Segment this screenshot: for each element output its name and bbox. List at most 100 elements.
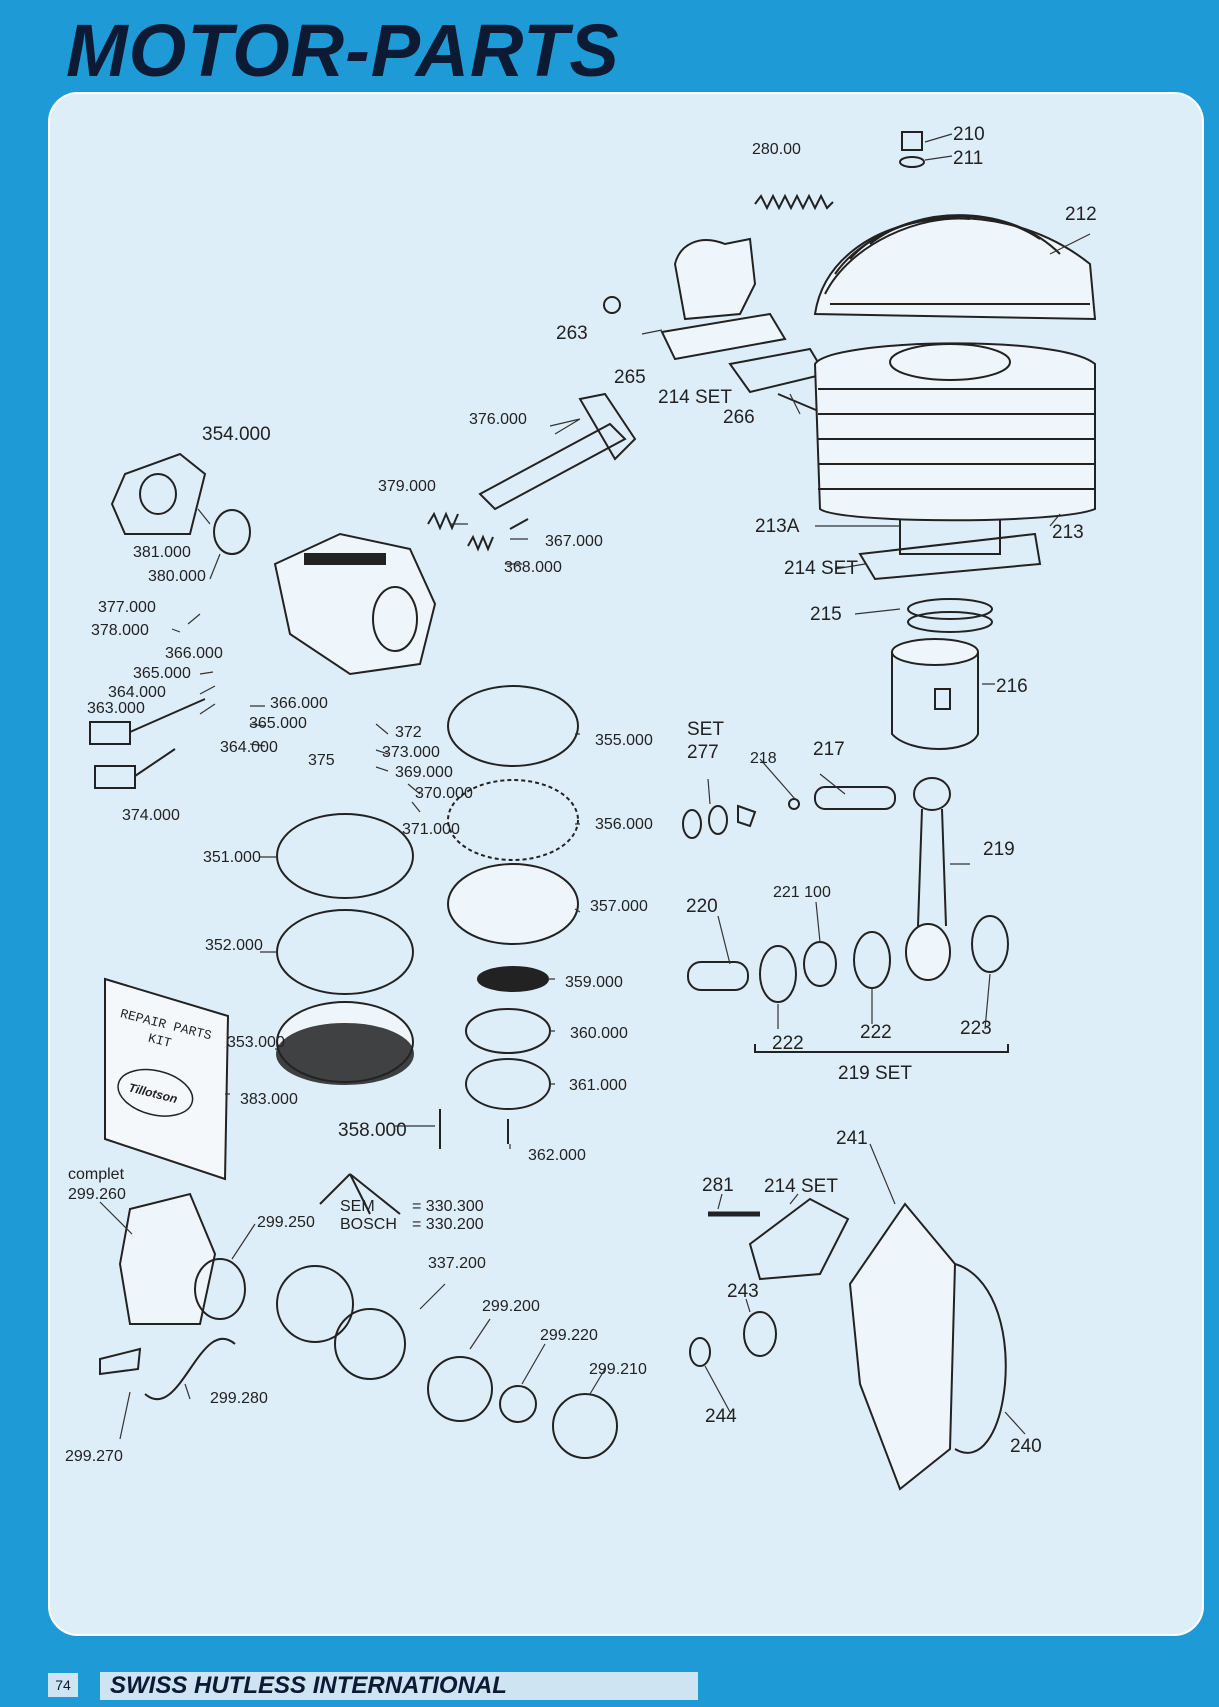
label-222-b: 222 (860, 1022, 892, 1043)
throttle-shaft-376 (478, 422, 627, 511)
label-356: 356.000 (595, 816, 653, 833)
needle-cage-221 (803, 941, 837, 987)
magneto-housing-299-260 (118, 1192, 217, 1325)
label-299-260: 299.260 (68, 1186, 126, 1203)
gasket-355 (447, 685, 579, 767)
label-354: 354.000 (202, 424, 271, 445)
label-372: 372 (395, 724, 422, 741)
connecting-rod-219 (905, 777, 951, 981)
label-365-a: 365.000 (133, 665, 191, 682)
pump-body-357 (447, 863, 579, 945)
gasket-240 (954, 1263, 1007, 1454)
footer-brand: SWISS HUTLESS INTERNATIONAL (110, 1672, 507, 1699)
label-363: 363.000 (87, 700, 145, 717)
page-number: 74 (48, 1673, 78, 1697)
label-351: 351.000 (203, 849, 261, 866)
exploded-parts-diagram: 280.00 210 211 212 263 265 214 SET 266 3… (65, 124, 1097, 1491)
label-358: 358.000 (338, 1120, 407, 1141)
label-223: 223 (960, 1018, 992, 1039)
label-299-200: 299.200 (482, 1298, 540, 1315)
seal-223 (971, 915, 1009, 973)
label-362: 362.000 (528, 1147, 586, 1164)
wire-299-280 (144, 1337, 236, 1401)
label-377: 377.000 (98, 599, 156, 616)
label-bosch: BOSCH (340, 1216, 397, 1233)
label-212: 212 (1065, 204, 1097, 225)
clip-218 (788, 798, 800, 810)
label-364-b: 364.000 (220, 739, 278, 756)
carburetor-body (273, 532, 437, 676)
kill-switch-299-270 (99, 1347, 142, 1376)
label-215: 215 (810, 604, 842, 625)
label-244: 244 (705, 1406, 737, 1427)
washer-222-a (759, 945, 797, 1003)
clutch-drum-299-210 (552, 1393, 618, 1459)
piston-pin-217 (814, 786, 896, 810)
diaphragm-352 (276, 909, 414, 995)
label-277: 277 (687, 742, 719, 763)
stator-plate (334, 1308, 406, 1380)
label-360: 360.000 (570, 1025, 628, 1042)
label-361: 361.000 (569, 1077, 627, 1094)
label-367: 367.000 (545, 533, 603, 550)
screen-360 (465, 1008, 551, 1054)
repair-kit-card-383 (104, 977, 230, 1181)
nut-244 (689, 1337, 711, 1367)
adjust-needle-363 (89, 721, 131, 745)
label-299-220: 299.220 (540, 1327, 598, 1344)
label-213: 213 (1052, 522, 1084, 543)
label-266: 266 (723, 407, 755, 428)
label-bosch-value: = 330.200 (412, 1216, 484, 1233)
spring-280 (754, 193, 834, 211)
clutch-part-299-220 (499, 1385, 537, 1423)
cylinder-head-212 (813, 214, 1097, 321)
label-380: 380.000 (148, 568, 206, 585)
throttle-disc-380 (213, 509, 251, 555)
label-357: 357.000 (590, 898, 648, 915)
label-set: SET (687, 719, 724, 740)
label-299-280: 299.280 (210, 1390, 268, 1407)
footer-brand-bar (100, 1672, 698, 1700)
label-281: 281 (702, 1175, 734, 1196)
label-373: 373.000 (382, 744, 440, 761)
gasket-214-c (748, 1197, 850, 1281)
washer-211 (899, 156, 925, 168)
flywheel-gear (276, 1265, 354, 1343)
clutch-299-200 (427, 1356, 493, 1422)
ring-277-a (682, 809, 702, 839)
nut-263 (603, 296, 621, 314)
label-364-a: 364.000 (108, 684, 166, 701)
gasket-214 (728, 347, 827, 394)
label-219-set: 219 SET (838, 1063, 912, 1084)
nut-210 (901, 131, 923, 151)
piston-ring-215 (907, 598, 993, 620)
label-265: 265 (614, 367, 646, 388)
elbow-265 (660, 237, 787, 361)
label-359: 359.000 (565, 974, 623, 991)
label-299-250: 299.250 (257, 1214, 315, 1231)
label-214-set-c: 214 SET (764, 1176, 838, 1197)
screw-367 (509, 518, 529, 530)
label-376: 376.000 (469, 411, 527, 428)
label-366-a: 366.000 (165, 645, 223, 662)
label-210: 210 (953, 124, 985, 145)
label-299-210: 299.210 (589, 1361, 647, 1378)
label-243: 243 (727, 1281, 759, 1302)
pin-220 (687, 961, 749, 991)
label-369: 369.000 (395, 764, 453, 781)
label-220: 220 (686, 896, 718, 917)
label-211: 211 (953, 148, 983, 169)
spring-379 (427, 511, 459, 531)
piston-216 (891, 638, 979, 750)
label-352: 352.000 (205, 937, 263, 954)
label-379: 379.000 (378, 478, 436, 495)
diaphragm-356 (447, 779, 579, 861)
label-355: 355.000 (595, 732, 653, 749)
label-366-b: 366.000 (270, 695, 328, 712)
label-375: 375 (308, 752, 335, 769)
label-378: 378.000 (91, 622, 149, 639)
gear-243 (743, 1311, 777, 1357)
crank-299-250 (194, 1258, 246, 1320)
label-214-set-a: 214 SET (658, 387, 732, 408)
label-complet: complet (68, 1166, 125, 1183)
